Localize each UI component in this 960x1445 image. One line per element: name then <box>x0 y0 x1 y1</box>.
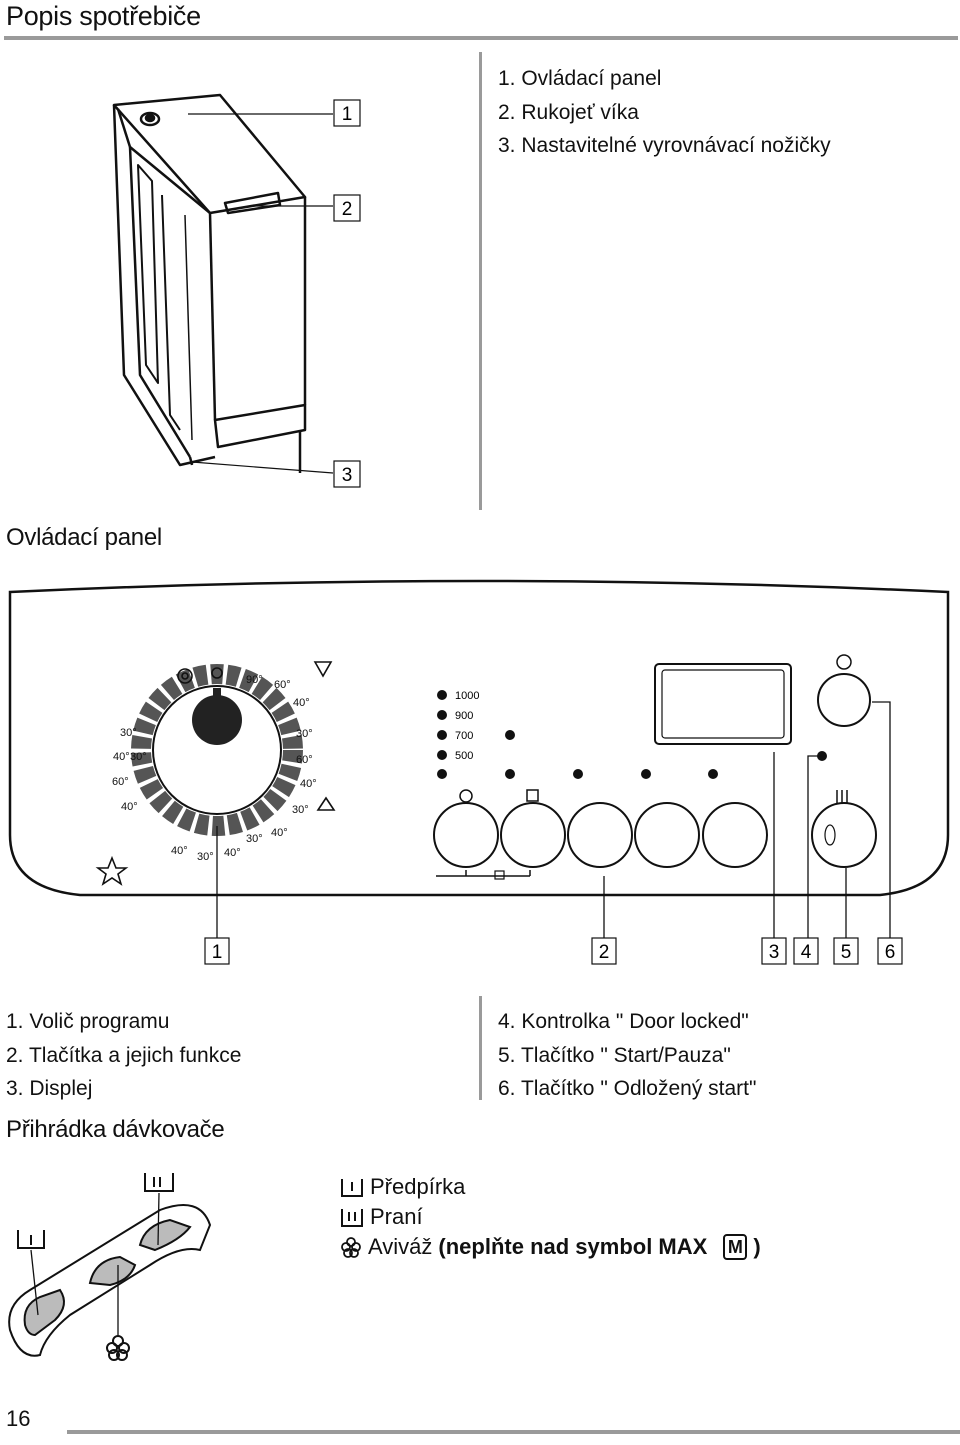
dial-temp-label: 30° <box>292 804 309 816</box>
legend-text: Aviváž <box>368 1234 433 1259</box>
button-start-pause <box>811 802 877 868</box>
dial-temp-label: 40° <box>113 751 130 763</box>
callout-box <box>793 937 819 965</box>
list-item: 3. Nastavitelné vyrovnávací nožičky <box>498 134 831 157</box>
legend-text: Předpírka <box>370 1174 466 1199</box>
divider-bottom <box>479 996 482 1100</box>
control-panel-heading: Ovládací panel <box>6 524 162 551</box>
dial-temp-label: 30° <box>197 851 214 863</box>
callout-3: 3 <box>342 465 353 486</box>
dial-temp-label: 30° <box>120 727 137 739</box>
callout-box <box>833 937 859 965</box>
button-options <box>500 802 566 868</box>
dial-temp-label: 60° <box>274 679 291 691</box>
spin-500: 500 <box>455 750 473 762</box>
prewash-icon <box>341 1179 363 1197</box>
callout-box <box>761 937 787 965</box>
spin-700: 700 <box>455 730 473 742</box>
softener-note-close: ) <box>753 1234 761 1259</box>
dial-temp-label: 90° <box>246 674 263 686</box>
legend-prewash: Předpírka <box>340 1172 761 1202</box>
spin-900: 900 <box>455 710 473 722</box>
legend-text: Praní <box>370 1204 423 1229</box>
max-symbol: M <box>723 1234 748 1260</box>
legend-softener: Aviváž (neplňte nad symbol MAX M ) <box>340 1232 761 1262</box>
list-item: 3. Displej <box>6 1077 93 1100</box>
callout-box <box>877 937 903 965</box>
callout-box <box>591 937 617 965</box>
dial-temp-label: 40° <box>271 827 288 839</box>
softener-note: (neplňte nad symbol MAX <box>438 1234 708 1259</box>
button-option-4 <box>702 802 768 868</box>
dial-temp-label: 60° <box>112 776 129 788</box>
dial-temp-label: 40° <box>293 697 310 709</box>
dial-temp-label: 30° <box>130 751 147 763</box>
callout-2: 2 <box>342 199 353 220</box>
list-item: 2. Tlačítka a jejich funkce <box>6 1043 242 1067</box>
button-option-2 <box>567 802 633 868</box>
dial-temp-label: 30° <box>296 728 313 740</box>
program-selector-dial <box>131 664 303 836</box>
dial-temp-label: 30° <box>246 833 263 845</box>
callout-label: 4 <box>801 942 812 963</box>
list-item: 1. Volič programu <box>6 1010 170 1033</box>
list-item: 5. Tlačítko " Start/Pauza" <box>498 1043 731 1067</box>
legend-wash: Praní <box>340 1202 761 1232</box>
list-item: 6. Tlačítko " Odložený start" <box>498 1077 757 1100</box>
title-rule <box>4 36 958 40</box>
button-option-3 <box>634 802 700 868</box>
callout-label: 6 <box>885 942 896 963</box>
washing-machine-illustration: 1 2 3 <box>112 93 361 488</box>
callout-label: 5 <box>841 942 852 963</box>
dispenser-heading: Přihrádka dávkovače <box>6 1116 225 1143</box>
softener-icon <box>341 1237 361 1258</box>
dispenser-legend: Předpírka Praní Aviváž (neplňte nad symb… <box>340 1172 761 1262</box>
button-spin <box>433 802 499 868</box>
dial-temp-label: 40° <box>121 801 138 813</box>
list-item: 4. Kontrolka " Door locked" <box>498 1010 749 1033</box>
control-panel-list-left: 1. Volič programu 2. Tlačítka a jejich f… <box>6 1005 241 1106</box>
callout-label: 3 <box>769 942 780 963</box>
control-panel-list-right: 4. Kontrolka " Door locked" 5. Tlačítko … <box>498 1005 756 1106</box>
dispenser-illustration <box>8 1173 212 1361</box>
page-title: Popis spotřebiče <box>6 1 201 31</box>
control-panel-illustration: 90°60°40°30°60°40°30°40°30°40°30°40°30°3… <box>8 579 950 965</box>
page-number: 16 <box>6 1406 31 1431</box>
callout-label: 2 <box>599 942 610 963</box>
list-item: 2. Rukojeť víka <box>498 100 639 124</box>
divider-top <box>479 52 482 510</box>
callout-label: 1 <box>212 942 223 963</box>
dial-temp-label: 40° <box>300 778 317 790</box>
dial-temp-label: 60° <box>296 754 313 766</box>
dial-temp-label: 40° <box>171 845 188 857</box>
machine-parts-list: 1. Ovládací panel 2. Rukojeť víka 3. Nas… <box>498 62 831 163</box>
button-delay-start <box>817 673 871 727</box>
callout-box <box>204 937 230 965</box>
dial-temp-label: 40° <box>224 847 241 859</box>
list-item: 1. Ovládací panel <box>498 67 662 90</box>
wash-icon <box>341 1209 363 1227</box>
footer-rule <box>67 1430 960 1434</box>
spin-1000: 1000 <box>455 690 479 702</box>
callout-1: 1 <box>342 104 353 125</box>
